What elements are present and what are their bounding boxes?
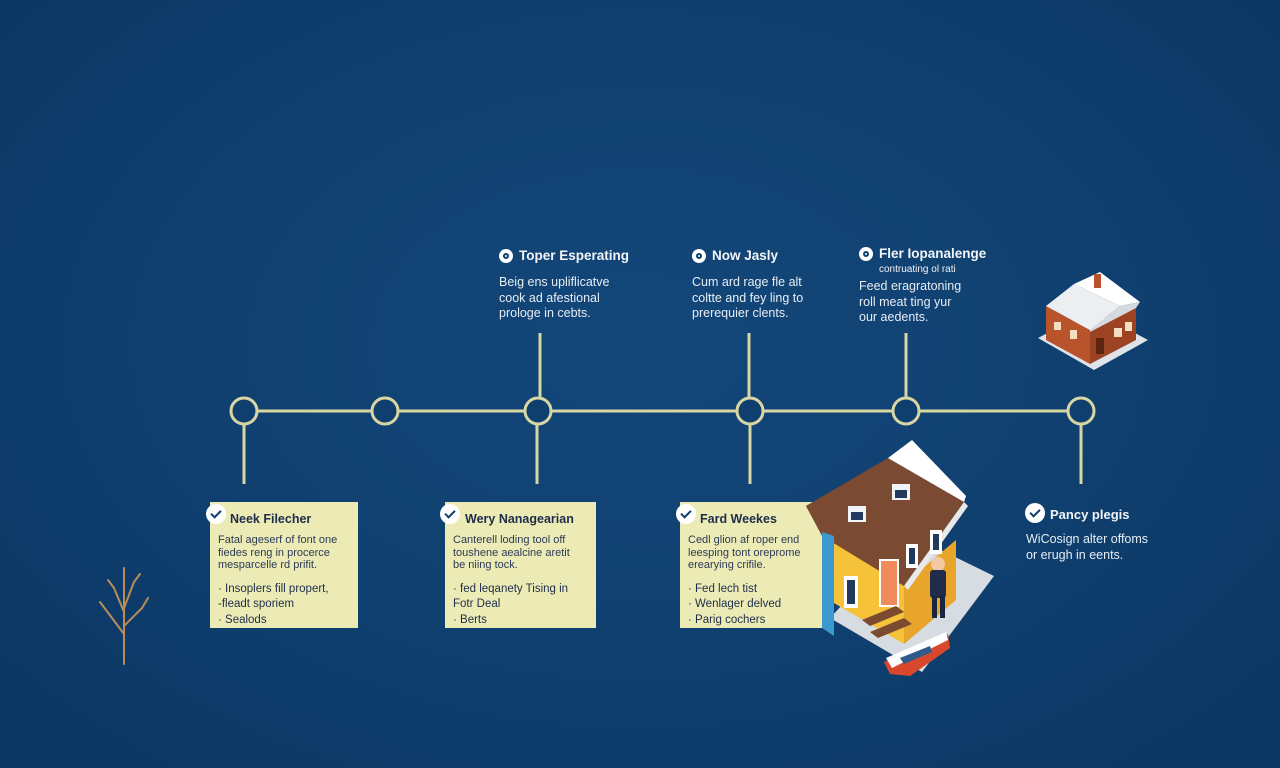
top-label-line: prerequier clents.: [692, 306, 789, 320]
tree-illustration: [99, 567, 149, 665]
checkmark-icon: [206, 504, 226, 524]
card-list-item: · Sealods: [218, 613, 267, 626]
top-label-line: coltte and fey ling to: [692, 290, 804, 305]
right-label-line: or erugh in eents.: [1026, 548, 1124, 562]
timeline-node-1: [229, 396, 259, 426]
card-desc-line: fiedes reng in procerce: [218, 546, 330, 559]
top-label-line: cook ad afestional: [499, 290, 600, 305]
card-desc-line: Canterell loding tool off: [453, 534, 566, 546]
top-label-title: Now Jasly: [712, 248, 779, 263]
top-label-line: prologe in cebts.: [499, 306, 591, 320]
top-label-2: Now Jasly Cum ard rage fle alt coltte an…: [692, 248, 842, 322]
target-icon: [499, 248, 513, 263]
checkmark-icon: [440, 504, 460, 524]
card-list-item: · Insoplers fill propert,: [218, 582, 329, 595]
right-label-title: Pancy plegis: [1050, 507, 1130, 522]
link-icon: [859, 246, 873, 261]
card-list-item: -fleadt sporiem: [218, 598, 295, 610]
card-list-item: · Berts: [453, 613, 487, 626]
top-label-line: Feed eragratoning: [859, 279, 962, 293]
milestone-card-2: Wery Nanagearian Canterell loding tool o…: [445, 502, 596, 628]
card-title: Neek Filecher: [230, 512, 312, 526]
timeline-node-5: [891, 396, 921, 426]
card-desc-line: leesping tont oreprome: [688, 546, 801, 559]
card-list-item: · Parig cochers: [688, 613, 766, 626]
timeline-node-2: [370, 396, 400, 426]
target-icon: [692, 248, 706, 263]
card-desc-line: mesparcelle rd prifit.: [218, 559, 318, 571]
card-title: Fard Weekes: [700, 512, 777, 526]
top-label-line: roll meat ting yur: [859, 294, 952, 309]
checkmark-icon: [676, 504, 696, 524]
card-title: Wery Nanagearian: [465, 512, 574, 526]
checkmark-icon: [1025, 503, 1045, 523]
card-list-item: Fotr Deal: [453, 598, 501, 610]
large-house-illustration: [806, 440, 994, 676]
small-house-illustration: [1038, 272, 1148, 370]
card-desc-line: Fatal ageserf of font one: [218, 534, 338, 546]
milestone-card-3: Fard Weekes Cedl glion af roper end lees…: [680, 502, 825, 628]
timeline-node-4: [735, 396, 765, 426]
timeline-node-6: [1066, 396, 1096, 426]
card-desc-line: erearying crifile.: [688, 559, 766, 571]
top-label-line: our aedents.: [859, 310, 929, 324]
card-desc-line: Cedl glion af roper end: [688, 534, 800, 546]
right-label: Pancy plegis WiCosign alter offoms or er…: [1026, 502, 1196, 563]
top-label-subtitle: contruating ol rati: [879, 264, 956, 275]
top-label-title: Toper Esperating: [519, 248, 630, 263]
card-desc-line: be niing tock.: [453, 559, 518, 571]
top-label-title: Fler Iopanalenge: [879, 246, 987, 261]
timeline-node-3: [523, 396, 553, 426]
card-list-item: · Wenlager delved: [688, 598, 782, 610]
top-label-1: Toper Esperating Beig ens upliflicatve c…: [499, 248, 649, 322]
right-label-line: WiCosign alter offoms: [1026, 532, 1149, 546]
card-list-item: · fed leqanety Tising in: [453, 582, 569, 595]
card-list-item: · Fed lech tist: [688, 582, 758, 595]
top-label-3: Fler Iopanalenge contruating ol rati Fee…: [859, 246, 1019, 326]
top-label-line: Beig ens upliflicatve: [499, 275, 610, 289]
milestone-card-1: Neek Filecher Fatal ageserf of font one …: [210, 502, 358, 628]
top-label-line: Cum ard rage fle alt: [692, 275, 802, 289]
card-desc-line: toushene aealcine aretit: [453, 546, 570, 559]
